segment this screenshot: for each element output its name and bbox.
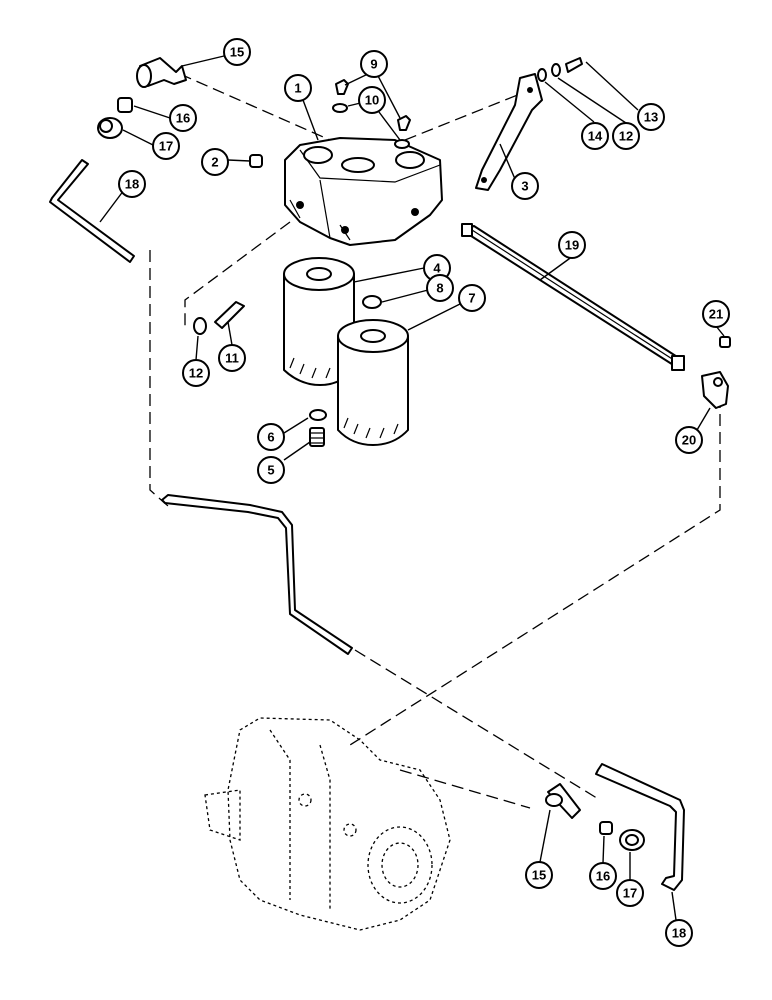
svg-text:6: 6 xyxy=(267,430,274,445)
callout-16: 16 xyxy=(589,862,617,890)
screws xyxy=(335,79,411,131)
seal-ring xyxy=(362,295,382,309)
callout-12: 12 xyxy=(612,122,640,150)
callout-2: 2 xyxy=(201,148,229,176)
svg-text:14: 14 xyxy=(588,129,603,144)
callout-7: 7 xyxy=(458,284,486,312)
washer xyxy=(537,68,547,82)
sleeve-top xyxy=(117,97,133,113)
fuel-filter-front xyxy=(337,319,409,446)
filter-head xyxy=(284,137,443,246)
fuel-pipe-lower xyxy=(161,494,353,655)
svg-text:13: 13 xyxy=(644,110,658,125)
plug xyxy=(719,336,731,348)
nut-bottom xyxy=(619,829,645,851)
callout-13: 13 xyxy=(637,103,665,131)
callout-12: 12 xyxy=(182,359,210,387)
callout-17: 17 xyxy=(152,132,180,160)
svg-text:12: 12 xyxy=(189,366,203,381)
sleeve-bottom xyxy=(599,821,613,835)
callout-9: 9 xyxy=(360,50,388,78)
elbow-fitting-top xyxy=(136,57,187,88)
svg-text:15: 15 xyxy=(532,868,546,883)
svg-text:12: 12 xyxy=(619,129,633,144)
elbow-fitting-bottom xyxy=(545,783,581,819)
svg-text:9: 9 xyxy=(370,57,377,72)
svg-text:2: 2 xyxy=(211,155,218,170)
callout-3: 3 xyxy=(511,172,539,200)
svg-text:16: 16 xyxy=(596,869,610,884)
bolt xyxy=(565,57,583,73)
fuel-filter-rear xyxy=(283,257,355,386)
svg-text:11: 11 xyxy=(225,351,239,366)
svg-text:18: 18 xyxy=(125,177,139,192)
svg-text:17: 17 xyxy=(159,139,173,154)
callout-10: 10 xyxy=(358,86,386,114)
callout-5: 5 xyxy=(257,456,285,484)
svg-text:3: 3 xyxy=(521,179,528,194)
svg-text:16: 16 xyxy=(176,111,190,126)
svg-text:18: 18 xyxy=(672,926,686,941)
svg-text:1: 1 xyxy=(294,81,301,96)
nut-top xyxy=(97,117,123,139)
mounting-bracket xyxy=(475,73,543,191)
callout-1: 1 xyxy=(284,74,312,102)
fuel-routing-dashed-lines xyxy=(149,73,721,809)
callout-15: 15 xyxy=(525,861,553,889)
svg-text:21: 21 xyxy=(709,307,723,322)
callout-19: 19 xyxy=(558,231,586,259)
svg-text:17: 17 xyxy=(623,886,637,901)
drain-plug xyxy=(309,427,325,447)
washer xyxy=(193,317,207,335)
fuel-pipe-bottom xyxy=(595,763,685,891)
fuel-hose-assembly xyxy=(461,223,685,371)
callout-16: 16 xyxy=(169,104,197,132)
svg-text:4: 4 xyxy=(433,261,441,276)
elbow-fitting-hose xyxy=(701,371,729,409)
washer xyxy=(309,409,327,421)
svg-text:20: 20 xyxy=(682,433,696,448)
callout-17: 17 xyxy=(616,879,644,907)
callout-14: 14 xyxy=(581,122,609,150)
callout-8: 8 xyxy=(426,274,454,302)
svg-text:5: 5 xyxy=(267,463,274,478)
leader-lines xyxy=(99,55,725,921)
callout-21: 21 xyxy=(702,300,730,328)
callout-20: 20 xyxy=(675,426,703,454)
washer xyxy=(332,103,348,113)
callout-11: 11 xyxy=(218,344,246,372)
small-hardware xyxy=(97,57,731,447)
callout-18: 18 xyxy=(118,170,146,198)
svg-text:10: 10 xyxy=(365,93,379,108)
lock-washer xyxy=(551,63,561,77)
fuel-pipe-top xyxy=(49,159,135,263)
callout-15: 15 xyxy=(223,38,251,66)
plug xyxy=(249,154,263,168)
svg-text:8: 8 xyxy=(436,281,443,296)
callout-18: 18 xyxy=(665,919,693,947)
bolt xyxy=(214,301,245,329)
svg-text:19: 19 xyxy=(565,238,579,253)
injection-pump xyxy=(204,717,451,931)
svg-text:7: 7 xyxy=(468,291,475,306)
callout-6: 6 xyxy=(257,423,285,451)
svg-text:15: 15 xyxy=(230,45,244,60)
washer xyxy=(394,139,410,149)
